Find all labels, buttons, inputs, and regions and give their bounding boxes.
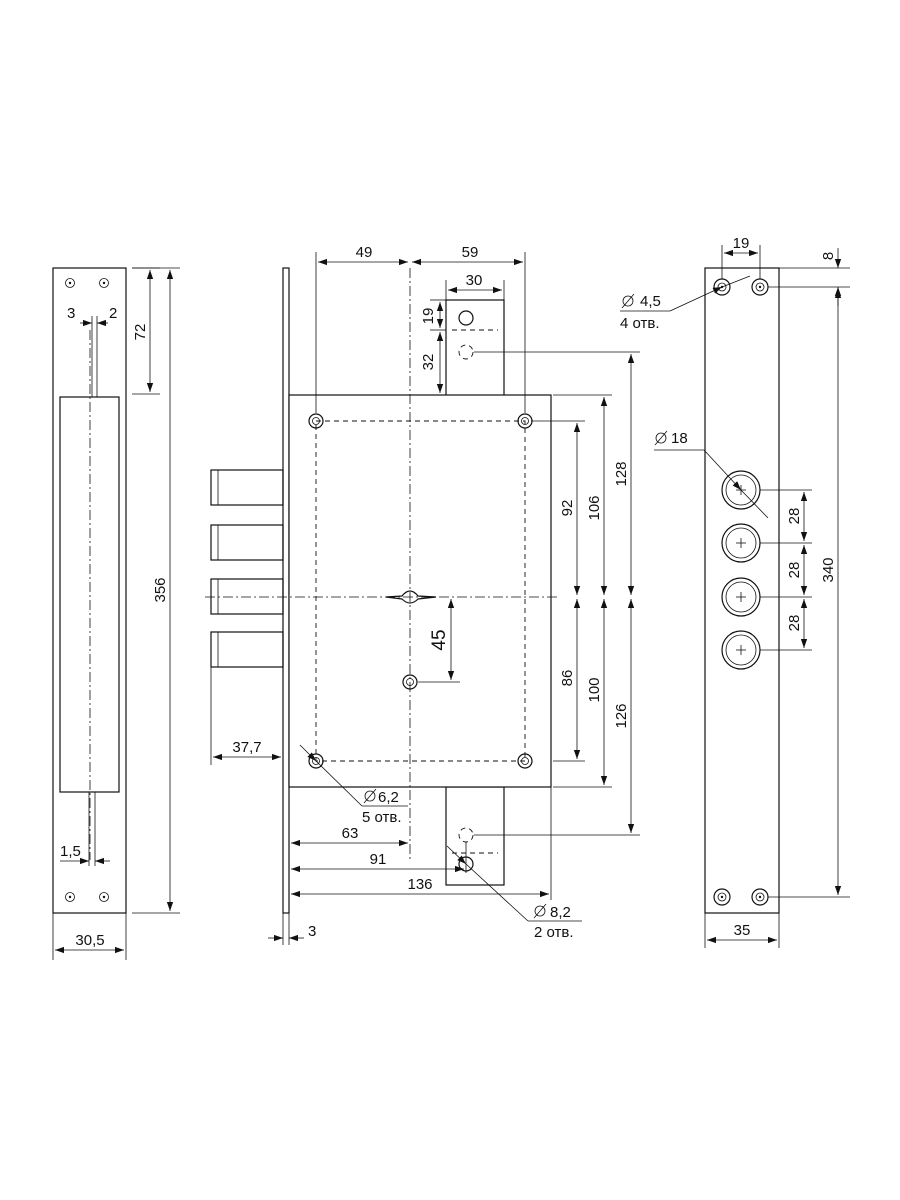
- dim-106: 106: [586, 495, 603, 520]
- left-plate-hole: [65, 278, 75, 288]
- dim-136: 136: [407, 876, 432, 893]
- hole-8-2-label: 8,2: [550, 904, 571, 921]
- left-plate-hole: [65, 892, 75, 902]
- dim-45: 45: [429, 629, 450, 650]
- case-mounting-hole: [308, 753, 324, 769]
- dim-slot-left: 3: [67, 305, 75, 322]
- bolt: [210, 631, 284, 668]
- dim-bottom-slot: 1,5: [60, 843, 81, 860]
- dim-37-7: 37,7: [232, 739, 261, 756]
- bolt-hole: [721, 577, 761, 617]
- lock-body-view: [205, 252, 640, 945]
- dim-100: 100: [586, 677, 603, 702]
- diameter-icon: [533, 903, 547, 919]
- left-plate-window: [59, 396, 120, 793]
- lock-faceplate: [282, 267, 290, 914]
- dim-49: 49: [356, 244, 373, 261]
- bolt-hole: [721, 523, 761, 563]
- case-mounting-hole: [517, 753, 533, 769]
- dim-slot-right: 2: [109, 305, 117, 322]
- dim-pitch-1: 28: [786, 508, 803, 525]
- dim-32: 32: [420, 354, 437, 371]
- right-plate-hole: [751, 888, 769, 906]
- bolt: [210, 578, 284, 615]
- dim-top-offset: 72: [132, 324, 149, 341]
- bottom-rod: [445, 786, 505, 886]
- left-plate-hole: [99, 278, 109, 288]
- left-strike-plate: [52, 267, 180, 960]
- left-plate-outline: [52, 267, 127, 914]
- dim-right-8: 8: [820, 252, 837, 260]
- lock-case: [288, 394, 552, 788]
- holes-2-label: 2 отв.: [534, 924, 574, 941]
- hole-6-2-label: 6,2: [378, 789, 399, 806]
- dim-faceplate-3: 3: [308, 923, 316, 940]
- bolt: [210, 524, 284, 561]
- hole-4-5-label: 4,5: [640, 293, 661, 310]
- dim-right-340: 340: [820, 557, 837, 582]
- dim-86: 86: [559, 670, 576, 687]
- dim-59: 59: [462, 244, 479, 261]
- hole-18-label: 18: [671, 430, 688, 447]
- dim-92: 92: [559, 500, 576, 517]
- dim-30: 30: [466, 272, 483, 289]
- dim-right-35: 35: [734, 922, 751, 939]
- right-strike-plate: [620, 245, 850, 948]
- dim-126: 126: [613, 703, 630, 728]
- diameter-icon: [621, 293, 635, 309]
- dim-right-19: 19: [733, 235, 750, 252]
- right-plate-outline: [704, 267, 780, 914]
- dim-63: 63: [342, 825, 359, 842]
- top-rod: [445, 299, 505, 397]
- holes-4-label: 4 отв.: [620, 315, 660, 332]
- dim-pitch-2: 28: [786, 562, 803, 579]
- case-mounting-hole: [308, 413, 324, 429]
- dim-left-plate-width: 30,5: [75, 932, 104, 949]
- dim-pitch-3: 28: [786, 615, 803, 632]
- right-plate-hole: [751, 278, 769, 296]
- bolt: [210, 469, 284, 506]
- diameter-icon: [363, 788, 377, 804]
- dim-total-height: 356: [152, 577, 169, 602]
- bolt-hole: [721, 630, 761, 670]
- mounting-hole-pattern: [315, 420, 526, 762]
- holes-5-label: 5 отв.: [362, 809, 402, 826]
- dim-91: 91: [370, 851, 387, 868]
- dim-19: 19: [420, 308, 437, 325]
- dim-128: 128: [613, 461, 630, 486]
- left-plate-hole: [99, 892, 109, 902]
- diameter-icon: [654, 430, 668, 446]
- right-plate-hole: [713, 888, 731, 906]
